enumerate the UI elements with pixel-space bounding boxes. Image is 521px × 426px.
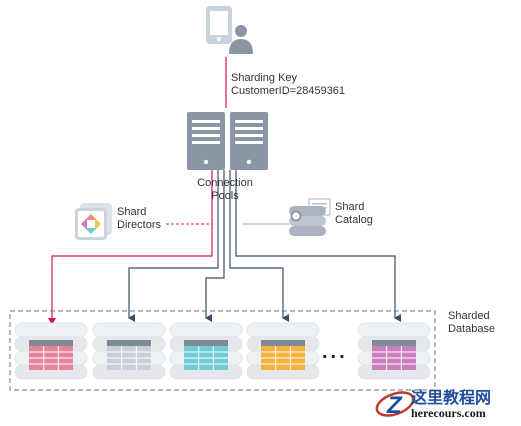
ellipsis: ... bbox=[322, 341, 348, 363]
route-line-shard-1 bbox=[51, 170, 213, 322]
shard-catalog-icon bbox=[289, 198, 331, 236]
shard-directors-label: Shard Directors bbox=[117, 206, 162, 231]
shard-database-icon bbox=[169, 322, 243, 380]
watermark-title: 这里教程网 bbox=[411, 388, 492, 407]
watermark-z-icon: Z bbox=[375, 391, 415, 419]
shard-database-icon bbox=[14, 322, 88, 380]
sharded-database-label: Sharded Database bbox=[448, 310, 496, 335]
sharding-key-label: Sharding Key CustomerID=28459361 bbox=[231, 72, 346, 97]
shard-director-icon bbox=[75, 203, 112, 240]
shard-database-icon bbox=[246, 322, 320, 380]
svg-text:Z: Z bbox=[386, 392, 403, 419]
connector-shard-4 bbox=[229, 170, 289, 322]
mobile-user-icon bbox=[206, 6, 253, 54]
connector-shard-3 bbox=[205, 170, 225, 322]
server-icon bbox=[230, 112, 268, 170]
shard-catalog-label: Shard Catalog bbox=[335, 201, 373, 226]
watermark-url: herecours.com bbox=[411, 406, 486, 420]
shard-database-icon bbox=[92, 322, 166, 380]
connector-shard-5 bbox=[235, 170, 401, 322]
server-icon bbox=[187, 112, 225, 170]
watermark-logo: Z 这里教程网 herecours.com bbox=[375, 384, 519, 424]
connector-shard-2 bbox=[128, 170, 219, 322]
shard-database-icon bbox=[357, 322, 431, 380]
sharded-database-boundary bbox=[9, 310, 436, 391]
connection-pools-label: Connection Pools bbox=[197, 177, 253, 202]
